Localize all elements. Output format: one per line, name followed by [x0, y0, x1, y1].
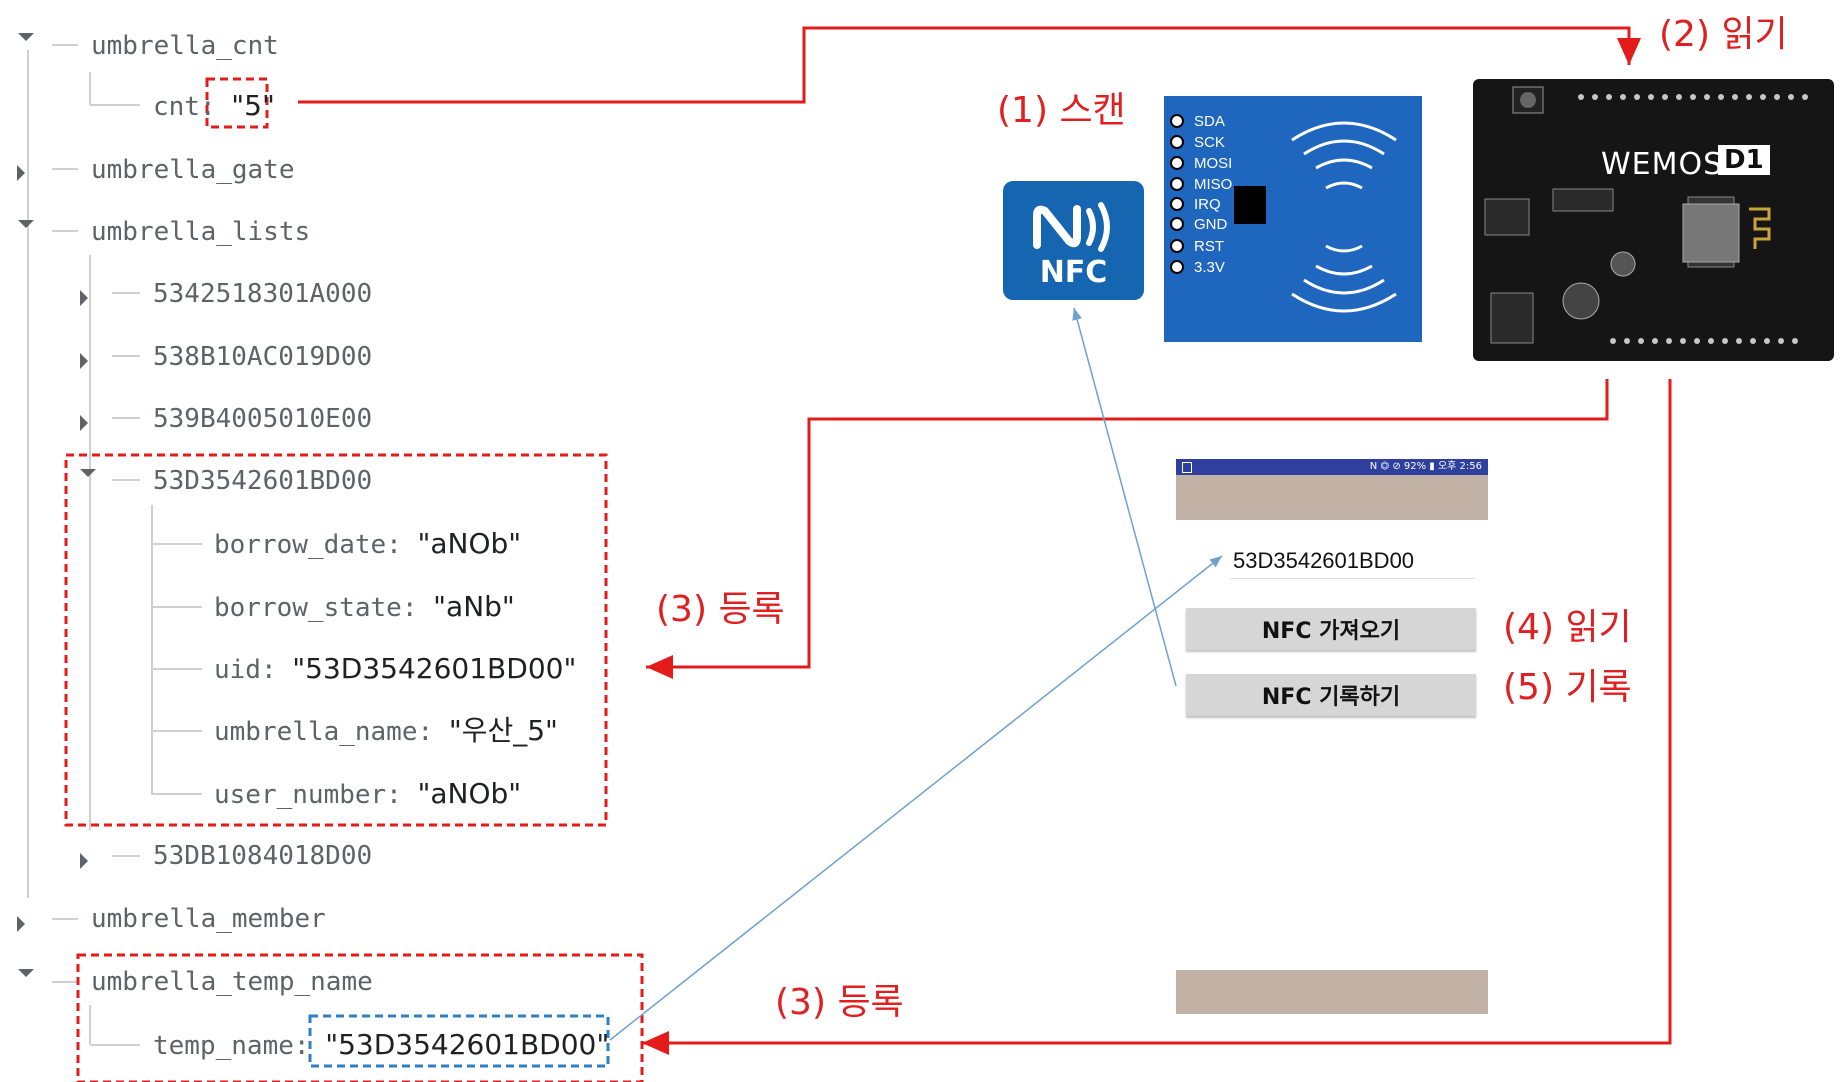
- pin-irq-label: IRQ: [1194, 195, 1221, 213]
- step-scan-label: (1) 스캔: [997, 90, 1126, 131]
- board-brand: WEMOS: [1601, 147, 1724, 182]
- field-user-number: user_number: "aNOb": [214, 777, 522, 811]
- temp-name-key: temp_name:: [153, 1031, 326, 1061]
- step-register-temp-label: (3) 등록: [775, 982, 904, 1023]
- phone-app-bar: [1176, 475, 1488, 520]
- pin-3v3-label: 3.3V: [1194, 258, 1225, 276]
- tree-guide-lines: [27, 44, 202, 1046]
- pin-mosi: MOSI: [1170, 155, 1232, 172]
- list-item-uid-2[interactable]: 538B10AC019D00: [153, 342, 373, 372]
- nfc-logo-text: NFC: [1039, 255, 1108, 290]
- node-umbrella-member[interactable]: umbrella_member: [91, 904, 326, 934]
- user-number-value: "aNOb": [417, 777, 522, 810]
- step-write-app-label: (5) 기록: [1503, 667, 1632, 708]
- expand-umbrella-member-toggle-icon[interactable]: [10, 913, 32, 935]
- node-umbrella-temp-name[interactable]: umbrella_temp_name: [91, 967, 373, 997]
- list-item-uid-1[interactable]: 5342518301A000: [153, 279, 373, 309]
- phone-status-text: N ⏣ ⊘ 92% ▮ 오후 2:56: [1369, 461, 1482, 472]
- nfc-read-button[interactable]: NFC 가져오기: [1186, 608, 1476, 650]
- field-borrow-state: borrow_state: "aNb": [214, 590, 515, 624]
- list-item-uid-5[interactable]: 53DB1084018D00: [153, 841, 373, 871]
- step-read-board-label: (2) 읽기: [1659, 14, 1788, 55]
- expand-item-1-toggle-icon[interactable]: [73, 287, 95, 309]
- temp-name-value: "53D3542601BD00": [325, 1028, 610, 1061]
- nfc-write-button[interactable]: NFC 기록하기: [1186, 674, 1476, 716]
- node-umbrella-gate[interactable]: umbrella_gate: [91, 155, 295, 185]
- borrow-state-value: "aNb": [433, 590, 515, 623]
- borrow-date-key: borrow_date:: [214, 530, 418, 560]
- pin-sck-label: SCK: [1194, 133, 1225, 151]
- expand-umbrella-cnt-toggle-icon[interactable]: [15, 26, 37, 48]
- pin-miso-label: MISO: [1194, 175, 1233, 193]
- pin-3v3: 3.3V: [1170, 259, 1225, 276]
- field-borrow-date: borrow_date: "aNOb": [214, 527, 522, 561]
- umbrella-name-value: "우산_5": [448, 714, 558, 747]
- wemos-d1-board: WEMOS D1: [1473, 79, 1834, 361]
- arrow-board-to-lists: [646, 379, 1609, 679]
- expand-umbrella-gate-toggle-icon[interactable]: [10, 162, 32, 184]
- pin-miso: MISO: [1170, 176, 1232, 193]
- cnt-value-highlight: [205, 77, 269, 129]
- temp-name-value-highlight: [308, 1014, 610, 1068]
- rfid-reader-module: SDA SCK MOSI MISO IRQ GND RST 3.3V: [1164, 96, 1422, 342]
- pin-irq: IRQ: [1170, 196, 1221, 213]
- pin-gnd-label: GND: [1194, 215, 1228, 233]
- arrow-temp-to-phone: [609, 555, 1223, 1041]
- expand-umbrella-lists-toggle-icon[interactable]: [15, 213, 37, 235]
- expand-item-3-toggle-icon[interactable]: [73, 412, 95, 434]
- field-umbrella-name: umbrella_name: "우산_5": [214, 714, 558, 748]
- expand-item-5-toggle-icon[interactable]: [73, 850, 95, 872]
- phone-uid-underline: [1230, 578, 1475, 579]
- field-uid: uid: "53D3542601BD00": [214, 652, 577, 686]
- expand-item-2-toggle-icon[interactable]: [73, 350, 95, 372]
- expanded-record-highlight: [64, 453, 608, 827]
- node-umbrella-cnt[interactable]: umbrella_cnt: [91, 31, 279, 61]
- nfc-logo: NFC: [1003, 181, 1144, 300]
- rfid-antenna-waves-icon: [1291, 121, 1397, 313]
- pin-rst-label: RST: [1194, 237, 1224, 255]
- step-register-lists-label: (3) 등록: [656, 589, 785, 630]
- expand-umbrella-temp-name-toggle-icon[interactable]: [15, 962, 37, 984]
- notification-icon: [1182, 462, 1192, 473]
- board-components-icon: [1484, 86, 1808, 344]
- uid-value: "53D3542601BD00": [292, 652, 577, 685]
- phone-status-bar: N ⏣ ⊘ 92% ▮ 오후 2:56: [1176, 459, 1488, 475]
- pin-mosi-label: MOSI: [1194, 154, 1233, 172]
- node-cnt: cnt: "5": [153, 89, 275, 123]
- cnt-value: "5": [231, 89, 275, 122]
- node-umbrella-lists[interactable]: umbrella_lists: [91, 217, 311, 247]
- phone-uid-text[interactable]: 53D3542601BD00: [1233, 548, 1415, 573]
- arrow-cnt-to-board: [298, 26, 1641, 104]
- arrow-write-to-nfc: [1072, 307, 1177, 687]
- node-temp-name: temp_name: "53D3542601BD00": [153, 1028, 610, 1062]
- phone-bottom-bar: [1176, 970, 1488, 1014]
- pin-rst: RST: [1170, 238, 1224, 255]
- uid-key: uid:: [214, 655, 293, 685]
- board-model: D1: [1718, 145, 1770, 175]
- temp-name-highlight: [76, 953, 644, 1082]
- borrow-state-key: borrow_state:: [214, 593, 434, 623]
- borrow-date-value: "aNOb": [417, 527, 522, 560]
- umbrella-name-key: umbrella_name:: [214, 717, 449, 747]
- collapse-item-4-toggle-icon[interactable]: [77, 462, 99, 484]
- rfid-chip: [1234, 186, 1266, 224]
- pin-gnd: GND: [1170, 216, 1227, 233]
- arrow-board-to-temp: [642, 379, 1672, 1055]
- step-read-app-label: (4) 읽기: [1503, 607, 1632, 648]
- pin-sck: SCK: [1170, 134, 1225, 151]
- cnt-key: cnt:: [153, 92, 232, 122]
- nfc-wave-icon: [1033, 202, 1110, 252]
- pin-sda: SDA: [1170, 113, 1225, 130]
- pin-sda-label: SDA: [1194, 112, 1225, 130]
- list-item-uid-3[interactable]: 539B4005010E00: [153, 404, 373, 434]
- list-item-uid-4[interactable]: 53D3542601BD00: [153, 466, 373, 496]
- user-number-key: user_number:: [214, 780, 418, 810]
